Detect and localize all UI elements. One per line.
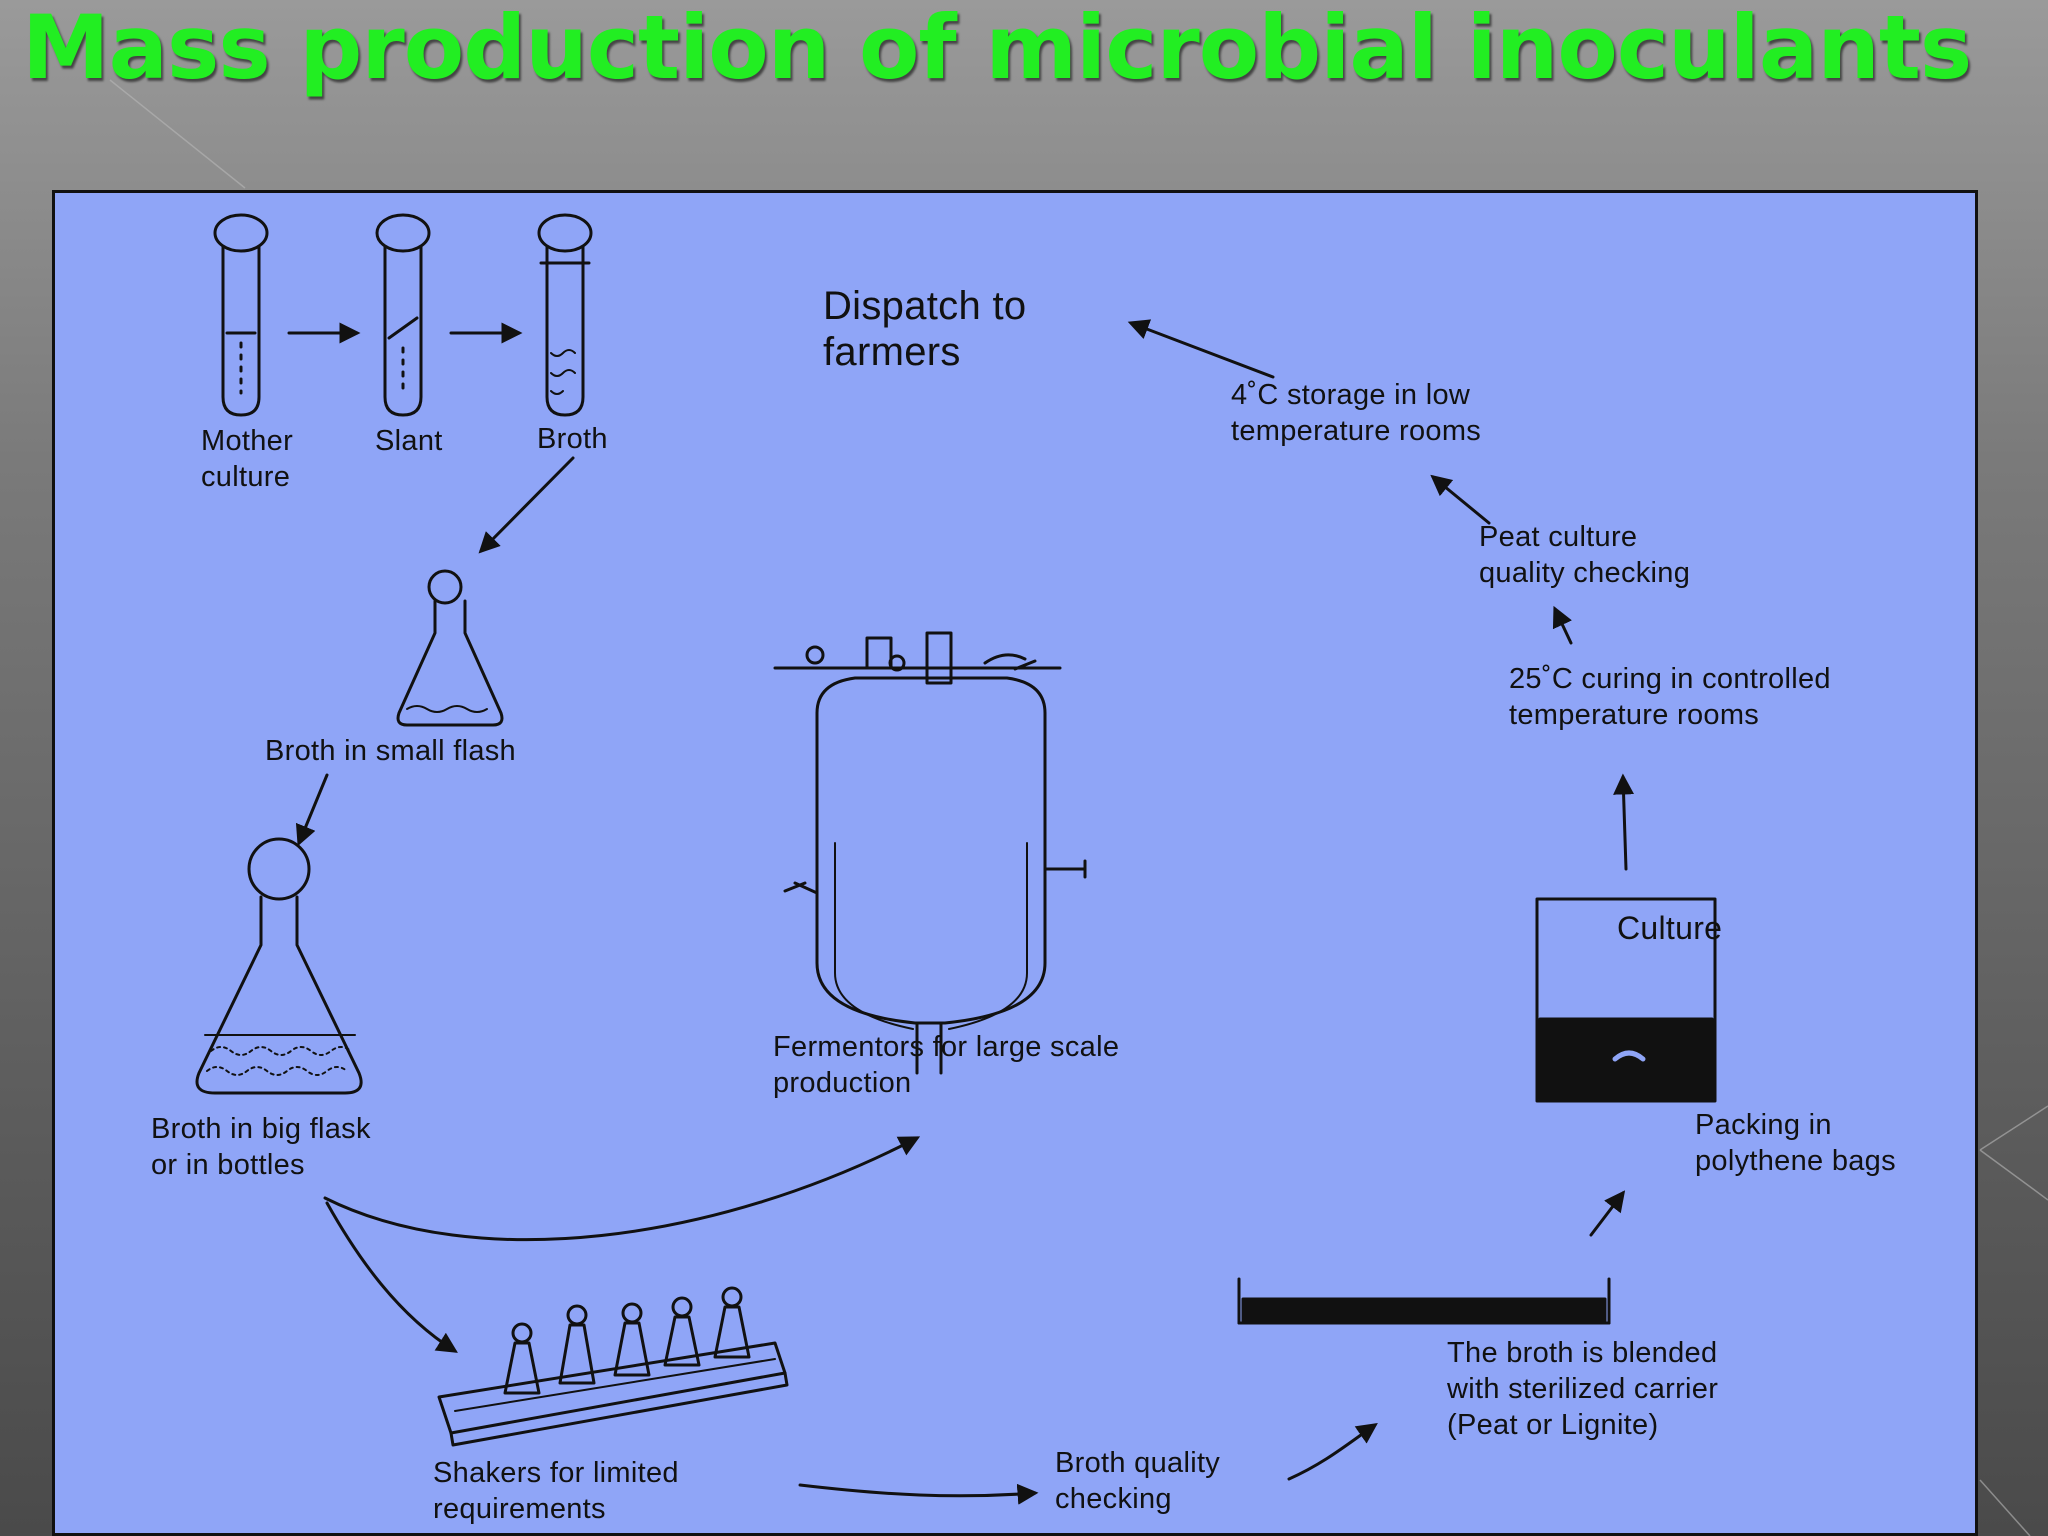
broth-label: Broth [537, 423, 608, 455]
broth-big-flask-label: Broth in big flask or in bottles [151, 1113, 371, 1181]
blended-label: The broth is blended with sterilized car… [1447, 1337, 1719, 1441]
shaker-icon [437, 1286, 789, 1447]
mother-culture-tube-icon [213, 213, 269, 417]
storage-label: 4˚C storage in low temperature rooms [1231, 379, 1482, 447]
arrow-big-flask-to-shakers [325, 1201, 458, 1353]
slant-label: Slant [375, 425, 443, 457]
mother-culture-label: Mother culture [201, 425, 294, 493]
arrow-packing-to-curing [1613, 773, 1635, 871]
arrow-shakers-to-broth-quality [798, 1483, 1039, 1505]
big-flask-icon [195, 837, 363, 1095]
broth-small-flask-label: Broth in small flash [265, 735, 516, 767]
arrow-blended-to-packing [1589, 1190, 1626, 1237]
broth-tube-icon [537, 213, 593, 417]
slide-title: Mass production of microbial inoculants [22, 0, 1972, 99]
diagram-artwork [195, 213, 1717, 1505]
arrow-broth-to-small-flask [478, 456, 575, 554]
peat-quality-label: Peat culture quality checking [1479, 521, 1691, 589]
broth-quality-label: Broth quality checking [1055, 1447, 1221, 1515]
diagram-panel: Mother culture Slant Broth Broth in smal… [52, 190, 1978, 1536]
shakers-label: Shakers for limited requirements [433, 1457, 679, 1525]
culture-bag-label: Culture [1617, 910, 1723, 946]
blending-tray-icon [1237, 1277, 1611, 1325]
arrow-small-to-big-flask [295, 773, 329, 847]
arrow-curing-to-peat-quality [1552, 605, 1573, 645]
slant-tube-icon [375, 213, 431, 417]
fermentor-icon [773, 631, 1087, 1075]
arrow-peat-quality-to-storage [1430, 474, 1491, 525]
arrow-big-flask-to-fermentor [323, 1136, 921, 1242]
fermentors-label: Fermentors for large scale production [773, 1031, 1120, 1099]
arrow-broth-quality-to-blended [1287, 1423, 1378, 1481]
packing-label: Packing in polythene bags [1695, 1109, 1896, 1177]
culture-bag-icon [1535, 897, 1717, 1103]
dispatch-label: Dispatch to farmers [823, 284, 1027, 374]
small-flask-icon [396, 569, 504, 727]
arrow-storage-to-dispatch [1127, 319, 1275, 379]
curing-label: 25˚C curing in controlled temperature ro… [1509, 663, 1831, 731]
